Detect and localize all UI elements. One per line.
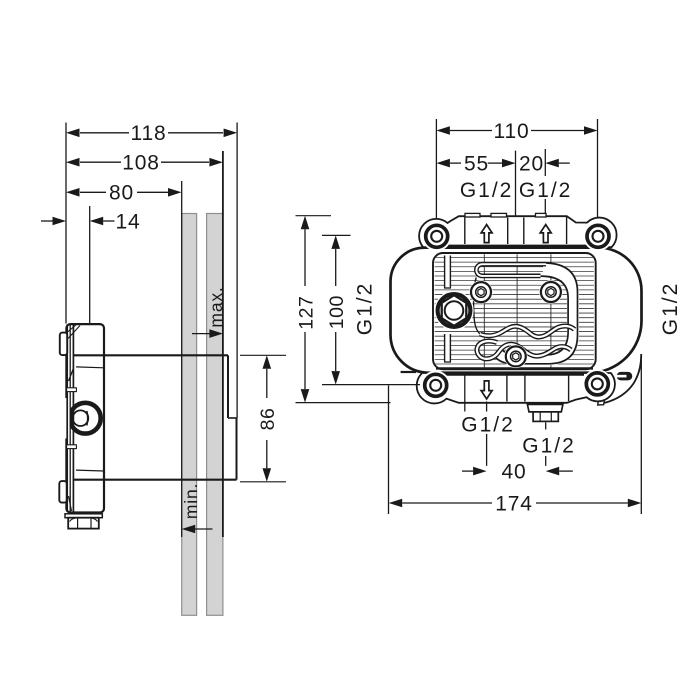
svg-text:86: 86 [257, 408, 279, 431]
svg-text:108: 108 [122, 152, 159, 175]
svg-text:G1/2: G1/2 [460, 179, 514, 202]
svg-text:14: 14 [116, 210, 141, 233]
svg-text:118: 118 [131, 122, 167, 145]
svg-text:G1/2: G1/2 [522, 435, 576, 458]
svg-text:100: 100 [326, 295, 348, 329]
svg-text:80: 80 [109, 182, 134, 205]
svg-text:G1/2: G1/2 [353, 282, 376, 336]
svg-text:174: 174 [495, 492, 532, 515]
svg-text:20: 20 [519, 152, 544, 175]
svg-text:G1/2: G1/2 [659, 282, 682, 336]
svg-text:110: 110 [494, 120, 530, 143]
svg-text:min.: min. [181, 483, 201, 519]
svg-text:max.: max. [206, 286, 226, 327]
svg-text:40: 40 [502, 460, 527, 483]
svg-text:55: 55 [464, 152, 489, 175]
svg-text:G1/2: G1/2 [461, 413, 515, 436]
svg-text:G1/2: G1/2 [519, 179, 573, 202]
svg-text:127: 127 [295, 296, 317, 330]
